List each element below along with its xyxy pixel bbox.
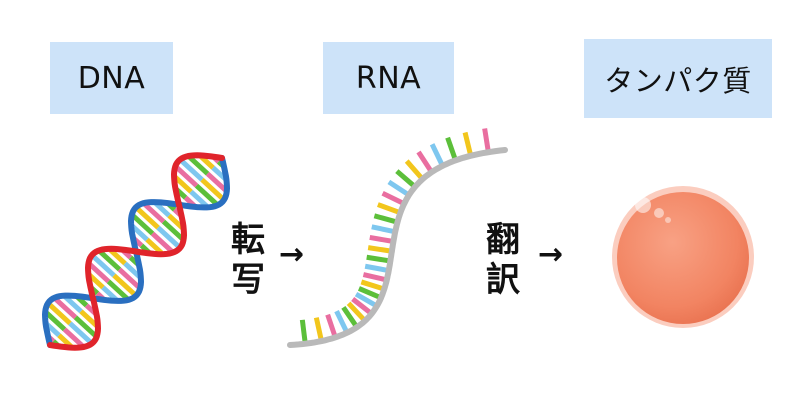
dna-base-pair [150,231,175,255]
dna-base-pair [90,253,116,278]
dna-base-pair [106,279,131,302]
dna-base-pair [68,321,94,346]
rna-base [341,305,359,329]
rna-base [325,313,338,339]
rna-base [377,202,402,216]
dna-base-pair [141,201,166,224]
translation-label: 翻 訳 [483,220,523,300]
dna-base-pair [156,225,182,250]
dna-base-pair [173,164,199,188]
rna-base [445,136,458,162]
dna-base-pair [52,296,78,320]
rna-base [381,190,406,206]
dna-base-pair [130,212,155,236]
rna-base [360,279,386,292]
dna-base-pair [86,261,111,284]
transcription-char-1: 転 [231,220,265,260]
translation-arrow-icon: → [538,237,564,272]
transcription-label: 転 写 [228,220,268,300]
dna-base-pair [62,327,86,349]
rna-backbone [287,147,508,348]
rna-base [369,234,394,244]
rna-base [482,128,491,153]
rna-base [351,297,374,316]
dna-base-pair [46,301,72,326]
rna-base [346,301,367,323]
rna-base [354,291,379,309]
translation-char-1: 翻 [486,220,520,260]
dna-base-pair [161,219,186,242]
rna-base [357,286,383,301]
dna-base-pair [186,154,210,176]
rna-base [366,254,391,264]
transcription-arrow-icon: → [279,237,305,272]
dna-label: DNA [50,42,173,114]
dna-base-pair [194,183,220,207]
dna-base-pair [97,248,122,272]
transcription-char-2: 写 [231,260,265,300]
translation-char-2: 訳 [486,260,520,300]
dna-base-pair [73,315,99,339]
rna-base [462,131,474,157]
rna-base [395,169,417,189]
rna-base [387,179,411,198]
rna-base [416,150,434,174]
rna-base [313,317,324,342]
dna-base-pair [134,205,160,230]
rna-base [429,143,445,167]
rna-single-strand-icon [287,128,508,348]
rna-base [373,213,399,225]
rna-base [367,245,393,254]
rna-base [334,310,350,334]
dna-base-pair [200,177,226,202]
protein-label: タンパク質 [584,39,772,118]
dna-base-pair [43,309,67,332]
rna-base [404,159,425,181]
rna-base [364,263,390,274]
dna-double-helix-icon [41,152,231,351]
dna-base-pair [205,171,229,194]
rna-base [371,224,396,235]
rna-base [299,319,308,344]
dna-strand-red [47,152,225,351]
protein-sphere-icon [612,186,754,328]
dna-base-pair [178,157,204,182]
dna-base-pair [112,273,138,298]
dna-base-pair [117,267,142,291]
rna-base [362,272,388,283]
rna-label: RNA [323,42,454,114]
